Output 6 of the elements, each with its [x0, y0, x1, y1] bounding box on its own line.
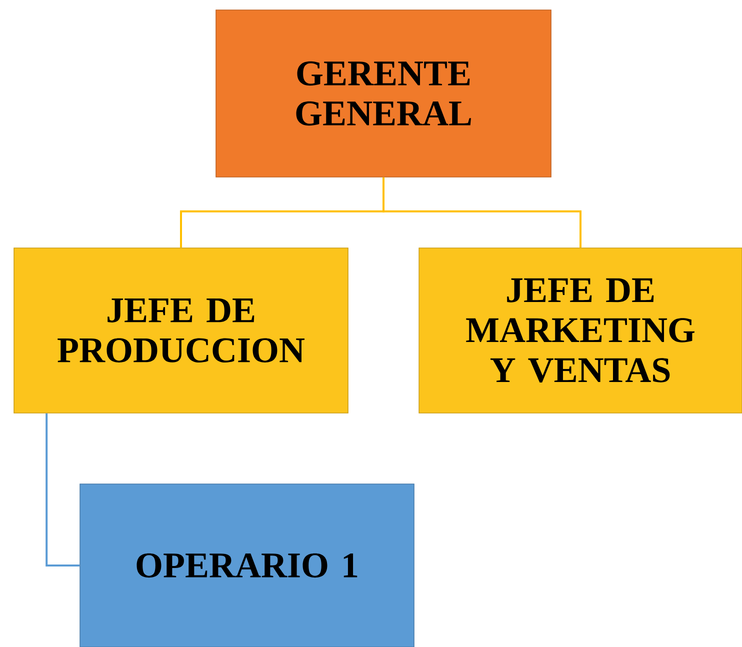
connector-line: [46, 413, 80, 566]
manager-box: GERENTE GENERAL: [216, 10, 552, 178]
department-box: JEFE DE PRODUCCION: [14, 248, 348, 414]
department-box: JEFE DE MARKETING Y VENTAS: [418, 248, 742, 414]
connector-line: [382, 177, 582, 248]
worker-box: OPERARIO 1: [80, 484, 414, 647]
